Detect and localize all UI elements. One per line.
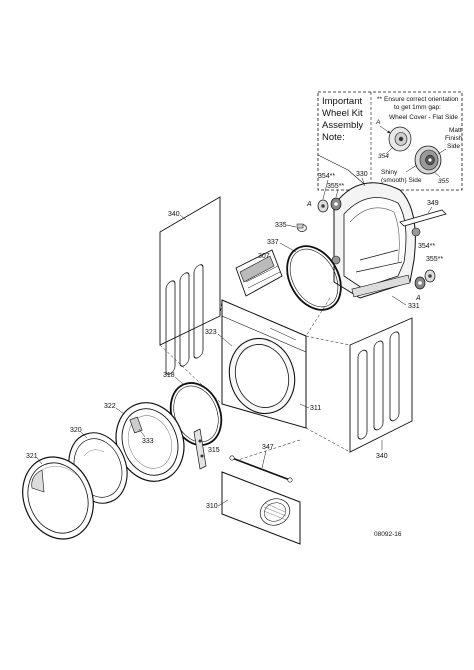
callout-318: 318 [163, 372, 175, 379]
callout-a-bottom: A [415, 295, 421, 302]
note-title-line-4: Note: [322, 132, 345, 143]
callout-321: 321 [26, 453, 38, 460]
wheel-cover-label: Wheel Cover - Flat Side [389, 114, 458, 121]
wheel-kit-note: Important Wheel Kit Assembly Note: ** En… [317, 91, 463, 191]
callout-331: 331 [408, 303, 420, 310]
callout-322: 322 [104, 403, 116, 410]
wheel-355-bottom [414, 276, 426, 290]
matt-finish-line-1: Matt [449, 127, 462, 134]
wheel-cover-icon [388, 126, 412, 152]
shiny-side-line-1: Shiny [381, 169, 398, 176]
note-instruction-line-2: to get 1mm gap: [394, 104, 441, 111]
callout-323: 323 [205, 329, 217, 336]
callout-310: 310 [206, 503, 218, 510]
rear-gasket [286, 245, 342, 311]
matt-finish-line-2: Finish [445, 135, 463, 142]
note-marker-a: A [375, 119, 380, 126]
wheel-matt-side-icon [414, 145, 442, 175]
note-instruction-marker: ** [377, 96, 383, 103]
callout-337: 337 [267, 239, 279, 246]
note-frame [317, 91, 463, 191]
matt-finish-line-3: Side [447, 143, 460, 150]
note-part-354: 354 [378, 153, 389, 160]
callout-320: 320 [70, 427, 82, 434]
right-side-panel [349, 317, 413, 453]
callout-355-bottom: 355** [426, 256, 443, 263]
callout-333: 333 [142, 438, 154, 445]
wheel-355-top [330, 197, 342, 211]
callout-311: 311 [310, 405, 321, 412]
left-side-panel [159, 196, 221, 375]
note-instruction-line-1: Ensure correct orientation [384, 96, 459, 103]
wheel-354-top [317, 199, 329, 213]
sensor-clip [296, 223, 307, 232]
wheel-354-bottom [424, 269, 436, 283]
callout-354-bottom: 354** [418, 243, 435, 250]
callout-330: 330 [356, 171, 368, 178]
rear-drum-frame [331, 182, 421, 299]
note-title-line-1: Important [322, 96, 362, 107]
callout-354-top: 354** [318, 173, 335, 180]
trim-strip [399, 209, 447, 227]
callout-349: 349 [427, 200, 439, 207]
door-latch-strip [193, 428, 207, 470]
note-part-355: 355 [438, 178, 449, 185]
kick-plate [221, 471, 301, 545]
callout-307: 307 [258, 253, 270, 260]
callout-315: 315 [208, 447, 220, 454]
control-module [235, 249, 283, 297]
callout-335: 335 [275, 222, 287, 229]
callout-355-top: 355** [327, 183, 344, 190]
note-title-line-3: Assembly [322, 120, 363, 131]
callout-340-top: 340 [168, 211, 180, 218]
document-id: 08092-16 [374, 531, 402, 538]
shiny-side-line-2: (smooth) Side [381, 177, 422, 184]
callout-347: 347 [262, 444, 274, 451]
front-frame [221, 299, 307, 429]
note-title-line-2: Wheel Kit [322, 108, 363, 119]
outer-door [22, 456, 94, 540]
callout-340-bottom: 340 [376, 453, 388, 460]
callout-a-top: A [306, 201, 312, 208]
kick-plate-bracket [229, 455, 293, 483]
